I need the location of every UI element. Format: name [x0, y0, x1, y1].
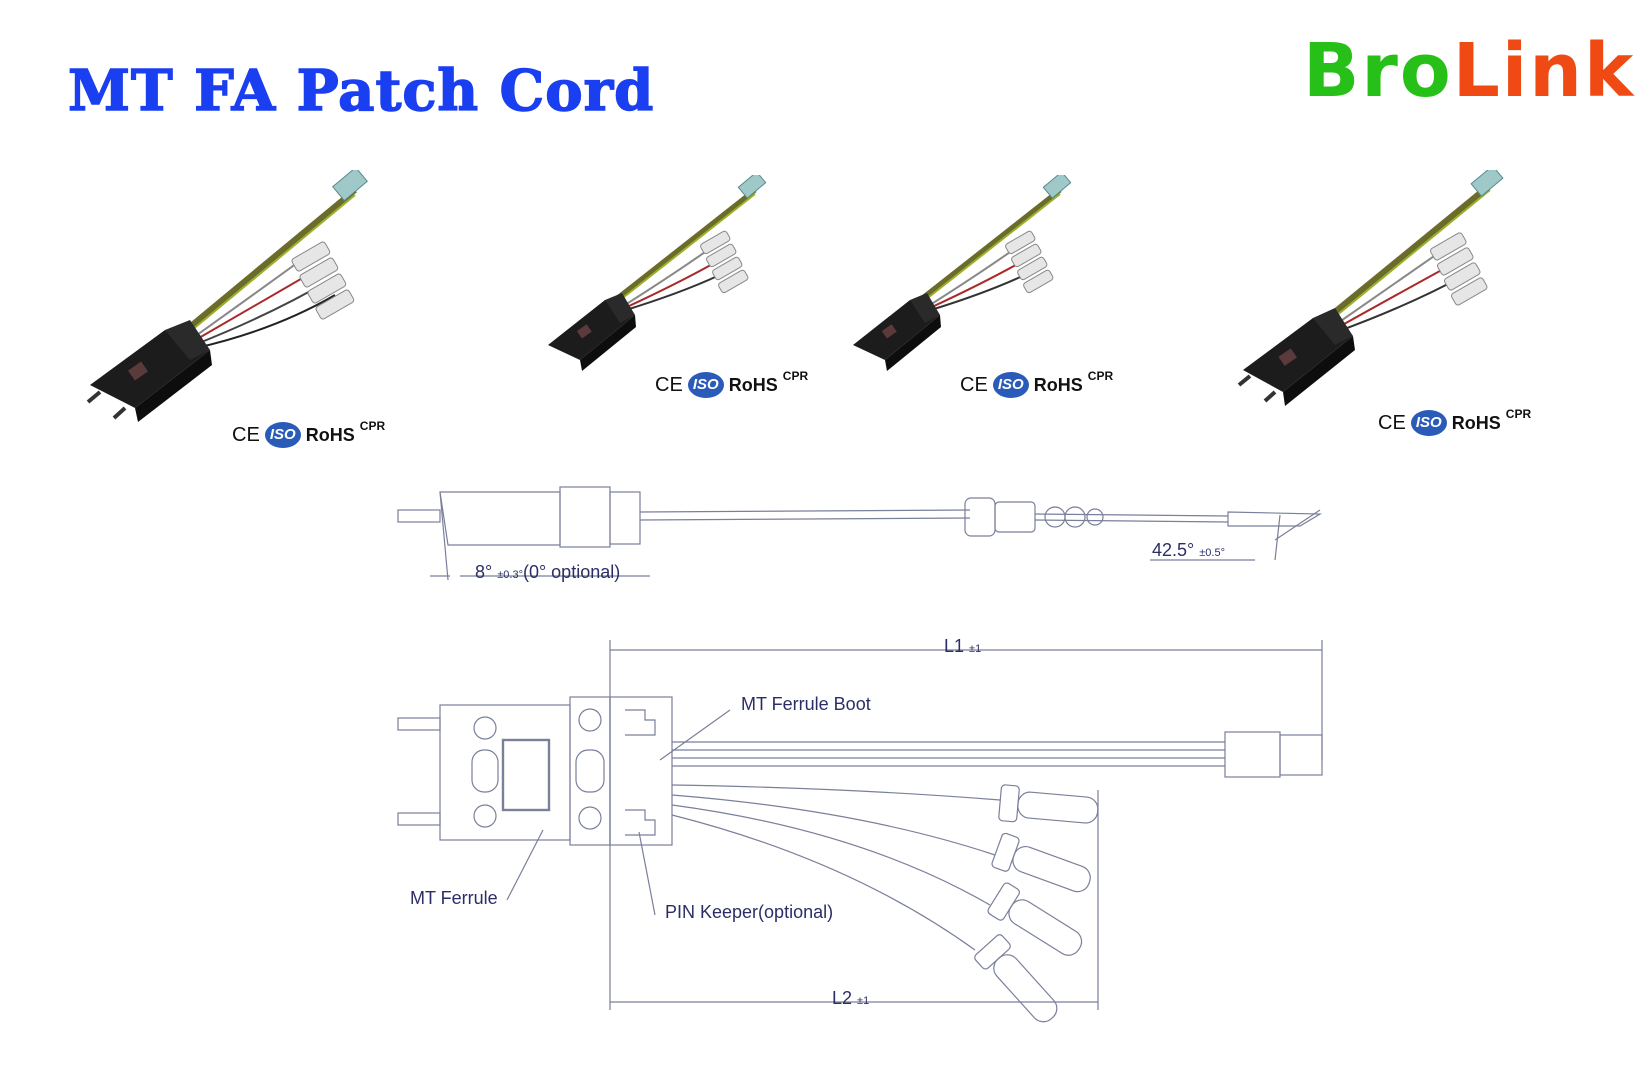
iso-mark: ISO	[687, 372, 724, 398]
l2-value: L2	[832, 988, 853, 1008]
rohs-mark: RoHS	[305, 424, 355, 445]
product-image-3	[853, 175, 1072, 371]
rohs-mark: RoHS	[1033, 374, 1083, 395]
ferrule-angle-label: 8° ±0.3°(0° optional)	[475, 562, 620, 583]
mt-ferrule-label: MT Ferrule	[410, 888, 498, 908]
mt-ferrule-outline	[439, 704, 571, 841]
mt-ferrule-boot-label: MT Ferrule Boot	[741, 694, 871, 714]
connector-body	[86, 320, 212, 422]
brand-logo: BroLink	[1303, 34, 1635, 108]
product-image-4	[1237, 170, 1504, 406]
l1-label: L1 ±1	[944, 636, 981, 657]
iso-mark: ISO	[264, 422, 301, 448]
fiber-angle-value: 42.5°	[1152, 540, 1195, 560]
l1-value: L1	[944, 636, 965, 656]
ferrule-angle-value: 8°	[475, 562, 493, 582]
certification-badges-3: CE ISO RoHS CPR	[960, 369, 1114, 398]
iso-mark: ISO	[992, 372, 1029, 398]
certification-badges-4: CE ISO RoHS CPR	[1378, 407, 1532, 436]
rohs-mark: RoHS	[728, 374, 778, 395]
rohs-mark: RoHS	[1451, 412, 1501, 433]
guide-pin-1	[397, 509, 441, 523]
l1-tolerance: ±1	[969, 643, 982, 655]
ferrule-boot-outline	[609, 696, 673, 846]
page-title: MT FA Patch Cord	[67, 57, 655, 125]
ferrule-angle-optional: (0° optional)	[522, 562, 621, 582]
cpr-mark: CPR	[1087, 369, 1114, 383]
logo-part-bro: Bro	[1303, 28, 1453, 114]
certification-badges-1: CE ISO RoHS CPR	[232, 419, 386, 448]
cpr-mark: CPR	[1505, 407, 1532, 421]
pin-keeper-outline	[569, 696, 611, 846]
ce-mark: CE	[232, 423, 260, 446]
product-image-2	[548, 175, 767, 371]
fiber-angle-label: 42.5° ±0.5°	[1152, 540, 1225, 561]
ferrule-side	[439, 491, 561, 546]
iso-mark: ISO	[1410, 410, 1447, 436]
l2-label: L2 ±1	[832, 988, 869, 1009]
logo-part-link: Link	[1452, 28, 1636, 114]
ce-mark: CE	[960, 373, 988, 396]
l2-tolerance: ±1	[857, 995, 870, 1007]
pin-keeper-label: PIN Keeper(optional)	[665, 902, 834, 922]
certification-badges-2: CE ISO RoHS CPR	[655, 369, 809, 398]
cable-bundle	[178, 187, 357, 349]
ferrule-angle-tolerance: ±0.3°	[497, 569, 523, 581]
fiber-angle-tolerance: ±0.5°	[1199, 547, 1225, 559]
cpr-mark: CPR	[359, 419, 386, 433]
product-image-1	[86, 170, 368, 422]
cpr-mark: CPR	[782, 369, 809, 383]
ce-mark: CE	[1378, 411, 1406, 434]
ce-mark: CE	[655, 373, 683, 396]
